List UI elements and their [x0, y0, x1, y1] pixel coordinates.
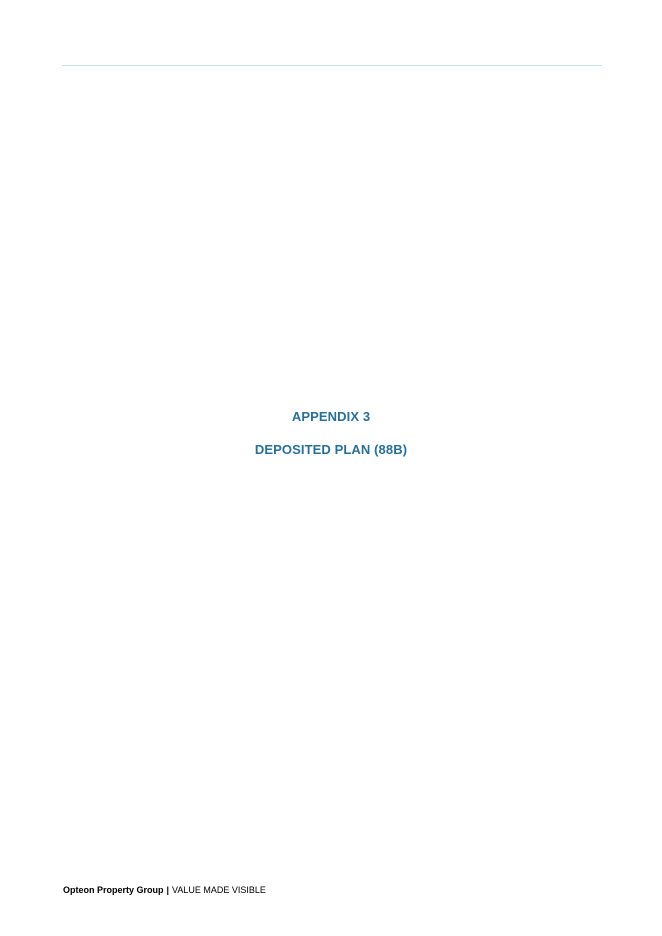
appendix-label: APPENDIX 3	[291, 409, 371, 424]
footer-company: Opteon Property Group	[63, 885, 164, 895]
page-footer: Opteon Property Group|VALUE MADE VISIBLE	[63, 885, 266, 895]
footer-separator: |	[166, 885, 170, 895]
footer-tagline: VALUE MADE VISIBLE	[172, 885, 266, 895]
appendix-title: DEPOSITED PLAN (88B)	[254, 442, 408, 457]
header-rule	[62, 65, 602, 66]
